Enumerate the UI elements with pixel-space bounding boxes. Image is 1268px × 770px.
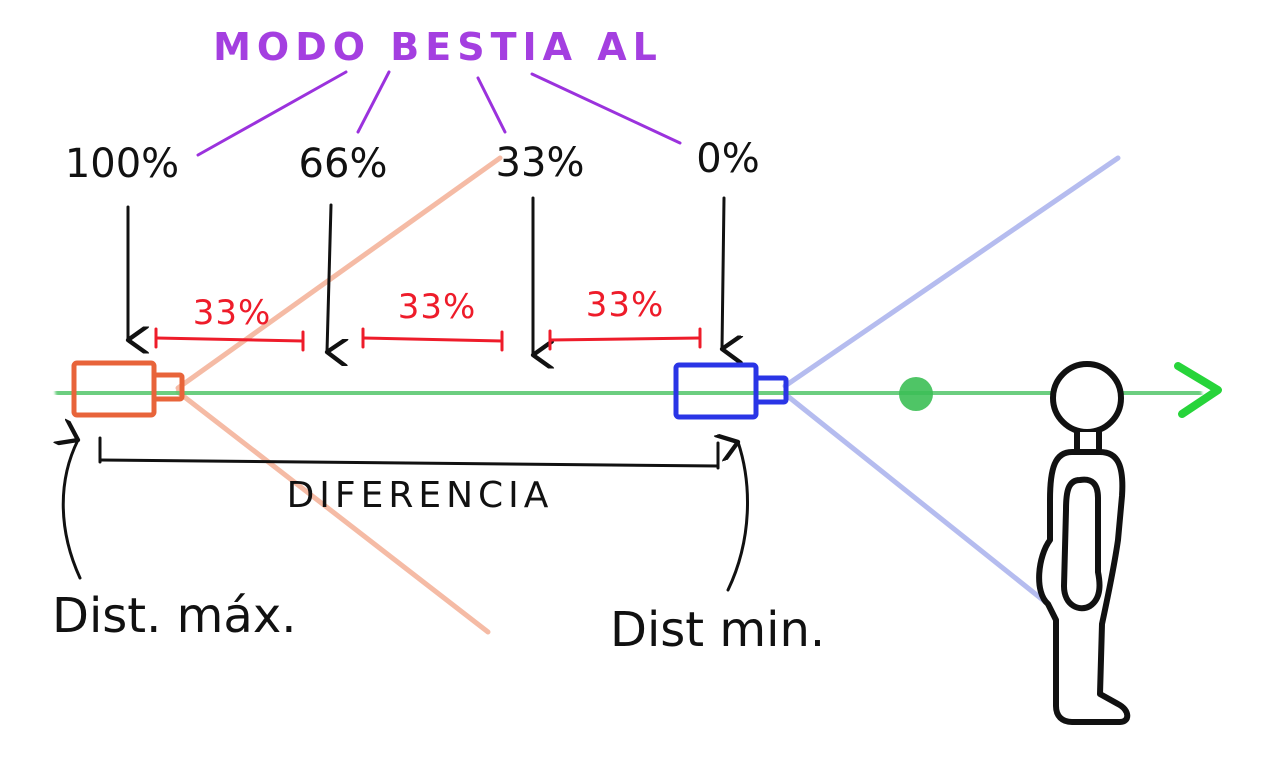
position-arrows	[128, 196, 724, 355]
percent-label-66: 66%	[299, 141, 388, 187]
percent-label-0: 0%	[696, 136, 759, 182]
dist-min-arrow	[728, 442, 749, 592]
dist-max-arrow	[63, 440, 82, 580]
difference-label: DIFERENCIA	[287, 475, 554, 516]
segment-bracket-2	[361, 327, 504, 352]
camera-track	[55, 362, 1222, 418]
percent-label-100: 100%	[65, 141, 179, 187]
percent-labels: 100% 66% 33% 0%	[65, 136, 760, 187]
segment-bracket-1	[154, 327, 305, 352]
dist-min-label: Dist min.	[610, 602, 825, 658]
segment-brackets	[154, 327, 702, 352]
segment-labels: 33% 33% 33%	[193, 285, 665, 333]
camera-min-view-cone	[782, 155, 1121, 639]
segment-label-1: 33%	[193, 293, 272, 333]
camera-min-icon	[673, 362, 789, 420]
track-arrow-icon	[1174, 362, 1222, 418]
person-arm	[1061, 476, 1103, 612]
target-dot	[899, 377, 933, 411]
difference-bracket	[98, 436, 720, 470]
segment-bracket-3	[548, 327, 702, 351]
segment-label-2: 33%	[398, 287, 477, 327]
person-figure	[1036, 361, 1131, 725]
distance-arrows	[63, 440, 749, 592]
dist-max-label: Dist. máx.	[52, 588, 296, 644]
arrow-0	[722, 196, 724, 349]
arrow-66	[327, 203, 331, 352]
person-head	[1050, 361, 1124, 435]
diagram-title: MODO BESTIA AL	[213, 25, 663, 69]
percent-label-33: 33%	[496, 140, 585, 186]
segment-label-3: 33%	[586, 285, 665, 325]
camera-max-icon	[71, 360, 185, 418]
title-connectors	[196, 70, 682, 157]
camera-max-view-cone	[175, 155, 503, 635]
